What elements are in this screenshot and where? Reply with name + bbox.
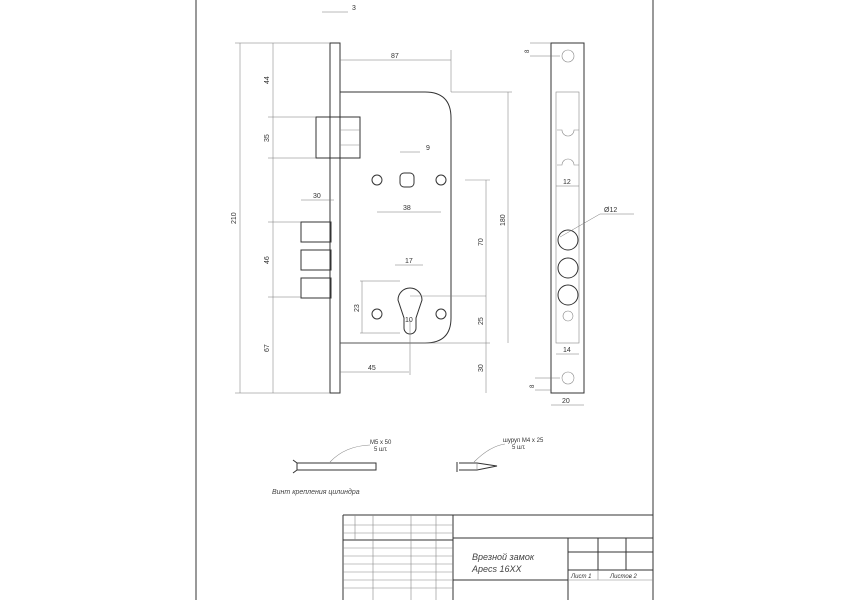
svg-text:70: 70: [478, 238, 485, 246]
svg-text:44: 44: [264, 76, 271, 84]
svg-text:25: 25: [478, 317, 485, 325]
spindle-hole: [399, 172, 415, 188]
latch-cutout: [557, 129, 579, 166]
deadbolt: [300, 277, 332, 299]
deadbolt-hole: [557, 284, 579, 306]
lock-body: [340, 91, 452, 344]
svg-text:3: 3: [352, 5, 356, 12]
svg-text:180: 180: [500, 214, 507, 226]
svg-text:5 шт.: 5 шт.: [374, 447, 388, 453]
svg-text:12: 12: [563, 179, 571, 186]
svg-text:8: 8: [525, 49, 531, 53]
svg-text:шуруп M4 x 25: шуруп M4 x 25: [503, 438, 544, 444]
wood-screw: шуруп M4 x 25 5 шт.: [456, 438, 544, 472]
cylinder-screw-hole: [435, 308, 447, 320]
title-model: Apecs 16XX: [471, 564, 523, 574]
svg-text:8: 8: [530, 384, 536, 388]
svg-text:38: 38: [403, 205, 411, 212]
deadbolt: [300, 249, 332, 271]
deadbolt: [300, 221, 332, 243]
title-block: Врезной замок Apecs 16XX Лист 1 Листов 2: [342, 514, 653, 600]
svg-text:Винт крепления цилиндра: Винт крепления цилиндра: [272, 488, 360, 496]
svg-text:45: 45: [368, 365, 376, 372]
svg-text:46: 46: [264, 256, 271, 264]
strike-plate-view: 12 Ø12 14 20 8 8: [525, 42, 634, 406]
svg-text:35: 35: [264, 134, 271, 142]
svg-text:30: 30: [478, 364, 485, 372]
dimension-lines: [235, 11, 512, 394]
svg-text:5 шт.: 5 шт.: [512, 445, 526, 451]
svg-text:20: 20: [562, 398, 570, 405]
strike-plate: [550, 42, 585, 394]
cylinder-screw: M5 x 50 5 шт. Винт крепления цилиндра: [272, 440, 392, 496]
mounting-hole: [561, 371, 575, 385]
handle-screw-hole: [371, 174, 383, 186]
sheet-number: Лист 1: [570, 574, 591, 580]
title-name: Врезной замок: [472, 552, 535, 562]
deadbolt-hole: [557, 257, 579, 279]
dimension-labels: 210 44 35 46 67 30 87 3 9 38 17 23 10 45…: [231, 5, 507, 372]
svg-text:14: 14: [563, 347, 571, 354]
deadbolt-hole: [557, 229, 579, 251]
svg-text:30: 30: [313, 193, 321, 200]
strike-slot: [555, 91, 580, 344]
handle-screw-hole: [435, 174, 447, 186]
cylinder-screw-hole: [371, 308, 383, 320]
svg-text:M5 x 50: M5 x 50: [370, 440, 392, 446]
screw-hole: [562, 310, 574, 322]
svg-text:87: 87: [391, 53, 399, 60]
faceplate: [329, 42, 341, 394]
sheet-count: Листов 2: [609, 574, 638, 580]
cylinder-hole: [397, 287, 423, 335]
latch-bolt: [315, 116, 361, 159]
svg-text:67: 67: [264, 344, 271, 352]
svg-text:17: 17: [405, 258, 413, 265]
svg-text:210: 210: [231, 212, 238, 224]
svg-text:10: 10: [405, 317, 413, 324]
svg-text:Ø12: Ø12: [604, 207, 617, 214]
svg-text:9: 9: [426, 145, 430, 152]
svg-text:23: 23: [354, 304, 361, 312]
mounting-hole: [561, 49, 575, 63]
lock-front-view: [300, 42, 490, 394]
